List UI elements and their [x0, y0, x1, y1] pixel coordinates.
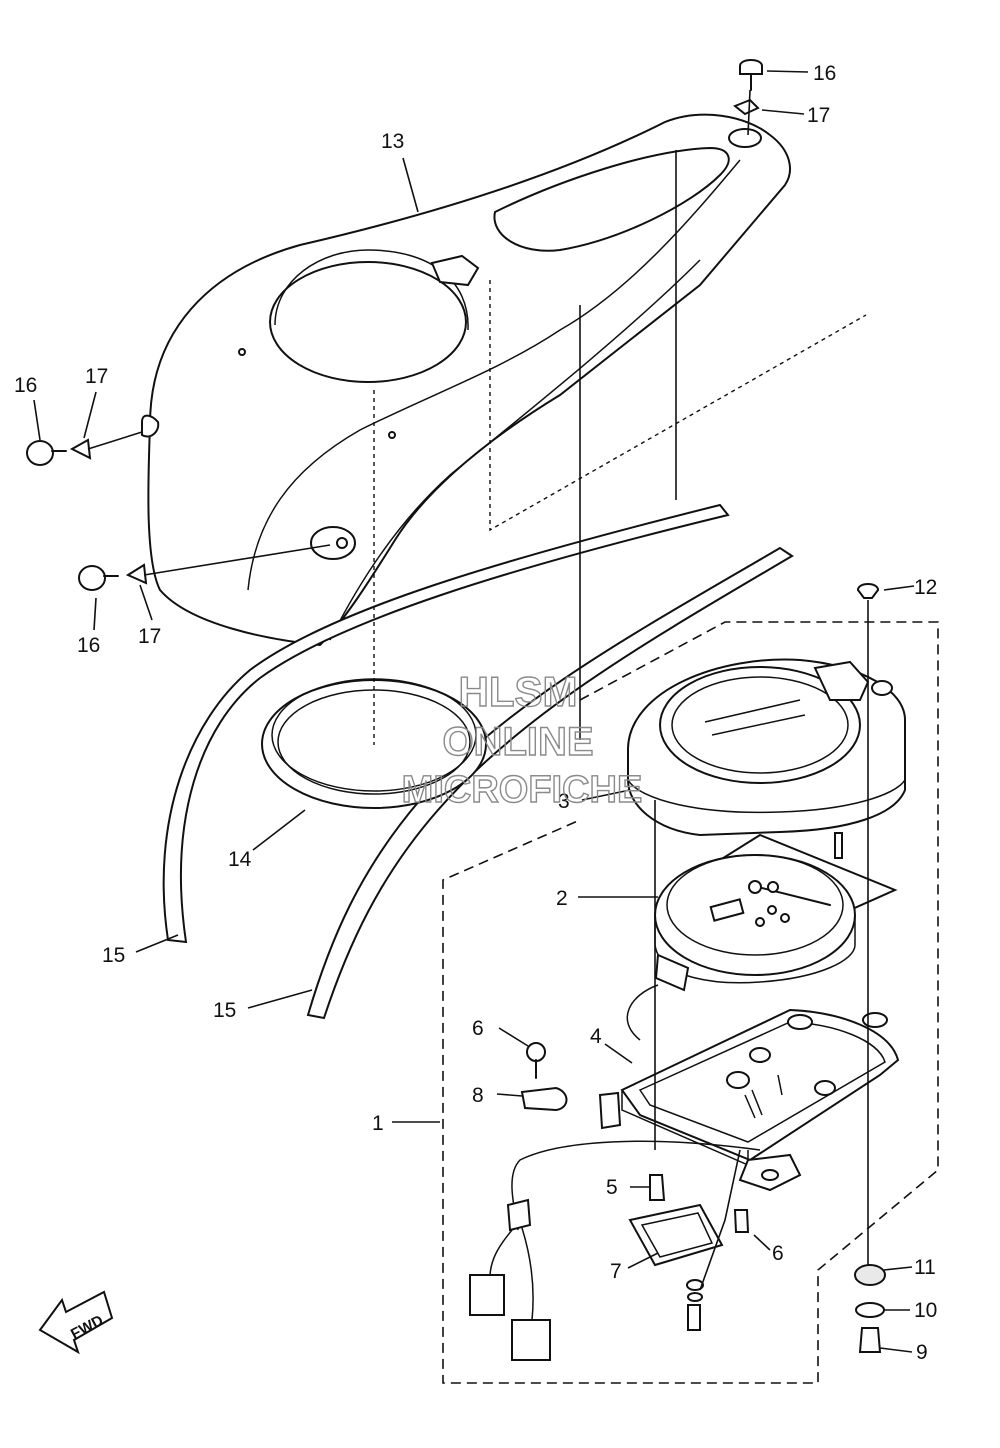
callout-6-upper: 6	[472, 1017, 484, 1040]
callout-1: 1	[372, 1112, 384, 1135]
callout-10: 10	[914, 1299, 937, 1322]
callout-17-left-lower: 17	[138, 625, 161, 648]
callout-16-left-lower: 16	[77, 634, 100, 657]
alignment-lines	[87, 89, 869, 1291]
callout-17-top: 17	[807, 104, 830, 127]
callout-17-left-upper: 17	[85, 365, 108, 388]
callout-3: 3	[558, 790, 570, 813]
watermark-line-2: ONLINE	[442, 720, 593, 764]
callout-numbers: 16 17 13 16 17 16 17 12 3 14 2 15 15 6 4…	[14, 62, 937, 1364]
callout-6-lower: 6	[772, 1242, 784, 1265]
callout-9: 9	[916, 1341, 928, 1364]
meter-cover-part-13	[141, 113, 791, 647]
callout-15-left: 15	[102, 944, 125, 967]
watermark-line-3: MICROFICHE	[402, 769, 643, 811]
callout-11: 11	[914, 1256, 936, 1279]
callout-4: 4	[590, 1025, 602, 1048]
meter-case-upper-part-3	[627, 658, 906, 837]
callout-leaders	[33, 70, 915, 1353]
callout-12: 12	[914, 576, 937, 599]
callout-8: 8	[472, 1084, 484, 1107]
assembly-group-outline	[442, 621, 939, 1384]
meter-assembly-part-2	[626, 832, 898, 1041]
forward-direction-indicator: FWD	[38, 1290, 114, 1355]
watermark: HLSM ONLINE MICROFICHE	[401, 667, 643, 811]
callout-13: 13	[381, 130, 404, 153]
callout-14: 14	[228, 848, 252, 871]
callout-2: 2	[556, 887, 568, 910]
callout-7: 7	[610, 1260, 622, 1283]
meter-case-lower-part-4	[598, 1008, 900, 1192]
callout-16-left-upper: 16	[14, 374, 37, 397]
wire-harness	[469, 1140, 761, 1361]
edge-trim-part-15	[162, 503, 794, 1020]
watermark-line-1: HLSM	[459, 668, 578, 715]
callout-16-top: 16	[813, 62, 836, 85]
fasteners	[26, 59, 886, 1353]
callout-15-right: 15	[213, 999, 236, 1022]
callout-5: 5	[606, 1176, 618, 1199]
